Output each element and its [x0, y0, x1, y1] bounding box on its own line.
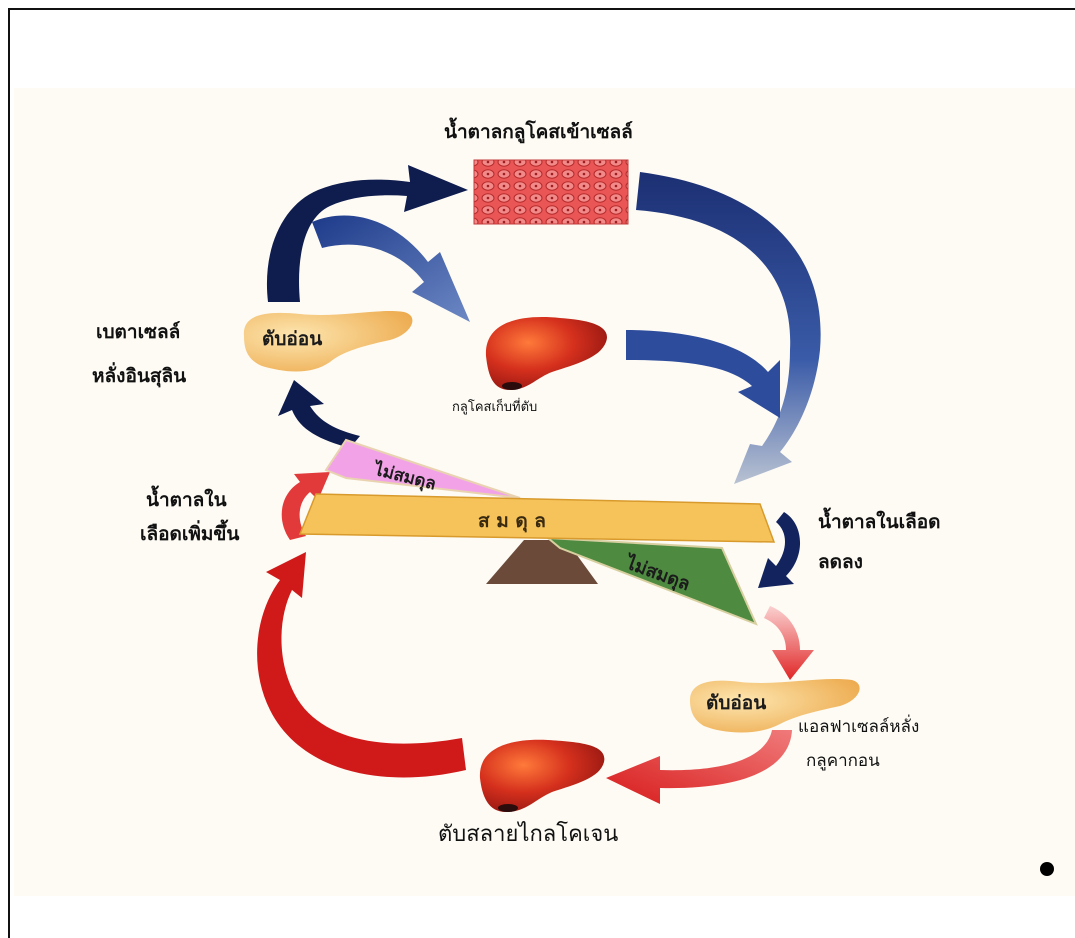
muscle-cells-icon: [474, 160, 628, 224]
sugar-up-label-line2: เลือดเพิ่มขึ้น: [140, 520, 239, 549]
pancreas-label-top: ตับอ่อน: [262, 324, 322, 354]
balance-beam-label: ส ม ดุ ล: [478, 506, 546, 536]
top-title-label: น้ำตาลกลูโคสเข้าเซลล์: [444, 118, 633, 147]
alpha-cells-label-line1: แอลฟาเซลล์หลั่ง: [798, 714, 919, 740]
glycogenolysis-label: ตับสลายไกลโคเจน: [438, 818, 618, 852]
bullet-dot: [1040, 862, 1054, 876]
alpha-cells-label-line2: กลูคากอน: [806, 748, 880, 774]
sugar-down-label-line1: น้ำตาลในเลือด: [818, 508, 940, 537]
sugar-down-label-line2: ลดลง: [818, 548, 863, 577]
sugar-up-label-line1: น้ำตาลใน: [146, 486, 227, 515]
beta-cells-label-line2: หลั่งอินสุลิน: [92, 362, 186, 391]
glycogen-store-label: กลูโคสเก็บที่ตับ: [452, 398, 537, 418]
pancreas-label-bottom: ตับอ่อน: [706, 688, 766, 718]
beta-cells-label-line1: เบตาเซลล์: [96, 318, 180, 347]
